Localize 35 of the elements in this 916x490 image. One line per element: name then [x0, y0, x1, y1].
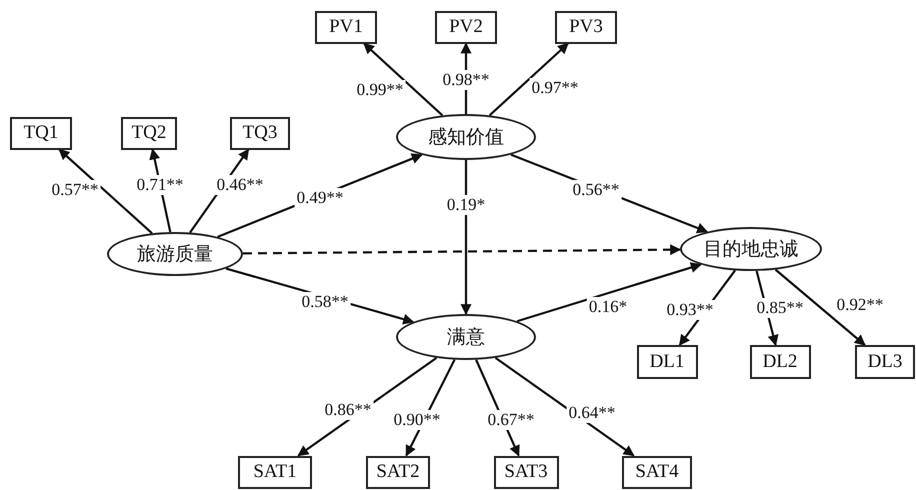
indicator-box: SAT4	[622, 456, 692, 488]
arrow	[58, 148, 153, 234]
indicator-box: SAT1	[238, 456, 312, 488]
indicator-box: PV1	[315, 10, 377, 44]
indicator-box: TQ2	[121, 116, 177, 150]
edge-label: 0.93**	[664, 300, 716, 320]
latent-variable-ellipse: 感知价值	[396, 114, 536, 160]
arrow	[363, 42, 444, 116]
edge-label: 0.90**	[392, 410, 442, 430]
edge-label: 0.86**	[322, 400, 374, 420]
indicator-box: TQ3	[230, 116, 290, 150]
indicator-box: PV3	[555, 10, 617, 44]
arrow	[774, 268, 866, 346]
edge-label: 0.56**	[570, 180, 622, 200]
arrow	[488, 42, 569, 116]
latent-variable-ellipse: 目的地忠诚	[680, 227, 822, 271]
edge-label: 0.98**	[440, 70, 492, 90]
edge-label: 0.71**	[134, 175, 186, 195]
indicator-box: DL3	[855, 345, 915, 379]
arrow	[242, 244, 682, 256]
indicator-box: SAT3	[494, 456, 558, 488]
edge-label: 0.67**	[486, 410, 536, 430]
edge-label: 0.46**	[214, 175, 266, 195]
indicator-box: PV2	[435, 10, 497, 44]
edge-label: 0.49**	[294, 188, 346, 208]
indicator-box: DL2	[750, 345, 810, 379]
arrow	[516, 262, 702, 322]
indicator-box: SAT2	[366, 456, 430, 488]
arrow	[460, 160, 472, 316]
edge-label: 0.85**	[754, 298, 806, 318]
latent-variable-ellipse: 满意	[396, 314, 536, 360]
latent-variable-ellipse: 旅游质量	[107, 232, 243, 276]
edge-label: 0.19*	[444, 195, 488, 215]
indicator-box: TQ1	[10, 116, 72, 150]
indicator-box: DL1	[636, 345, 698, 379]
